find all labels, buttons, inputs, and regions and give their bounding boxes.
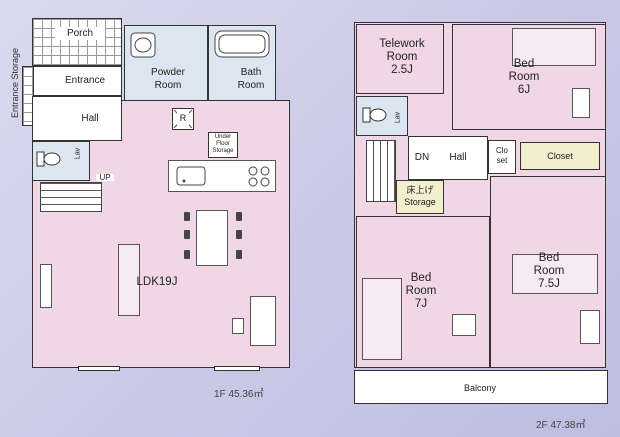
telework-room bbox=[356, 24, 444, 94]
porch-label: Porch bbox=[55, 27, 105, 40]
hall-1f bbox=[32, 96, 122, 141]
powder-room-label: Powder Room bbox=[151, 67, 185, 91]
under-floor-storage-label: Under Floor Storage bbox=[212, 134, 234, 154]
under-floor-storage bbox=[208, 132, 238, 158]
ldk-label: LDK19J bbox=[136, 276, 178, 288]
closet bbox=[520, 142, 600, 170]
hall-1f-label: Hall bbox=[81, 113, 99, 124]
stairs-1f bbox=[40, 182, 102, 212]
bed bbox=[362, 278, 402, 360]
dining-chair bbox=[236, 212, 242, 221]
stove-icon bbox=[248, 166, 270, 187]
raised-storage-label: 床上げ Storage bbox=[404, 185, 436, 207]
tv-board bbox=[40, 264, 52, 308]
bed bbox=[512, 28, 596, 66]
bed-room-7j-label: Bed Room 7J bbox=[405, 272, 437, 310]
small-closet-label: Clo set bbox=[495, 146, 508, 165]
window-bottom bbox=[78, 366, 120, 371]
dining-table bbox=[196, 210, 228, 266]
entrance bbox=[32, 66, 122, 96]
sofa bbox=[118, 244, 140, 316]
bathtub-icon bbox=[214, 30, 270, 58]
bed-room-75j-label: Bed Room 7.5J bbox=[533, 252, 565, 290]
up-label: UP bbox=[96, 174, 114, 182]
desk bbox=[452, 314, 476, 336]
entrance-label: Entrance bbox=[64, 75, 106, 86]
toilet-1f-icon bbox=[36, 151, 61, 167]
side-table bbox=[232, 318, 244, 334]
dining-chair bbox=[236, 230, 242, 239]
balcony-label: Balcony bbox=[463, 383, 497, 393]
stairs-2f bbox=[366, 140, 396, 202]
sink-icon bbox=[130, 32, 156, 58]
porch bbox=[32, 18, 122, 66]
r-label: R bbox=[177, 112, 189, 125]
desk bbox=[572, 88, 590, 118]
telework-room-label: Telework Room 2.5J bbox=[379, 38, 425, 76]
small-closet bbox=[488, 140, 516, 174]
dining-chair bbox=[184, 230, 190, 239]
dn-label: DN bbox=[414, 152, 430, 163]
bed-room-6j-label: Bed Room 6J bbox=[508, 58, 540, 96]
bath-room-label: Bath Room bbox=[237, 67, 265, 91]
hall-2f bbox=[408, 136, 488, 180]
closet-label: Closet bbox=[547, 151, 573, 161]
desk bbox=[580, 310, 600, 344]
kitchen-sink-icon bbox=[176, 166, 206, 186]
dining-chair bbox=[184, 250, 190, 259]
floor2-area: 2F 47.38㎡ bbox=[536, 420, 586, 431]
bed bbox=[512, 254, 598, 294]
side-cabinet bbox=[250, 296, 276, 346]
balcony bbox=[354, 370, 608, 404]
lav-2f-label: Lav bbox=[394, 111, 402, 124]
raised-storage bbox=[396, 180, 444, 214]
toilet-2f-icon bbox=[362, 107, 387, 123]
floor1-area: 1F 45.36㎡ bbox=[214, 389, 264, 400]
dining-chair bbox=[236, 250, 242, 259]
dining-chair bbox=[184, 212, 190, 221]
hall-2f-label: Hall bbox=[449, 152, 467, 163]
window-bottom bbox=[214, 366, 260, 371]
floor1-plan: Entrance Storage Porch Entrance Hall Lav… bbox=[0, 0, 300, 400]
